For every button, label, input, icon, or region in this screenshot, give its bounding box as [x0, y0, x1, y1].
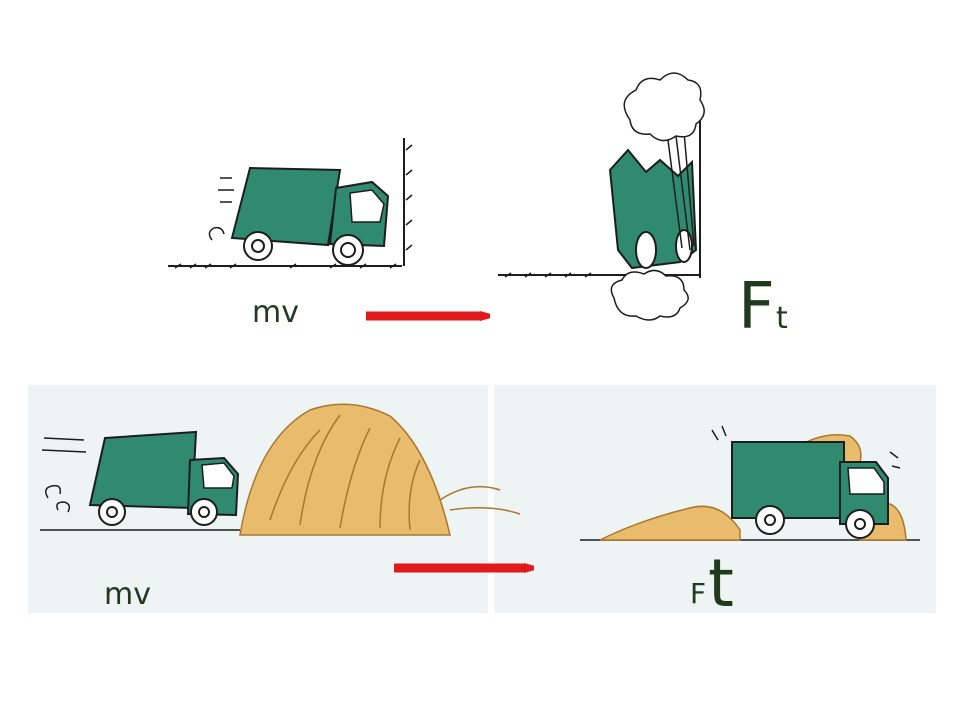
- top-after-label-small: t: [776, 301, 788, 336]
- top-truck-moving: [208, 166, 390, 266]
- bottom-before-label: mv: [104, 577, 151, 612]
- top-truck-crushed: [608, 131, 698, 270]
- top-after-label-big: F: [738, 270, 775, 344]
- top-wall-before: [168, 138, 413, 269]
- bottom-after-label-small: F: [690, 577, 706, 610]
- bottom-truck-stopped: [711, 425, 901, 539]
- bottom-truck-moving: [41, 430, 240, 526]
- top-crash-dust: [610, 72, 705, 321]
- top-before-label: mv: [252, 295, 299, 330]
- top-wall-after: [498, 110, 701, 278]
- bottom-after-label-big: t: [708, 545, 734, 622]
- bottom-panel: mv F t: [28, 385, 936, 622]
- bottom-haystack: [239, 403, 521, 536]
- top-panel: mv F t: [168, 72, 788, 344]
